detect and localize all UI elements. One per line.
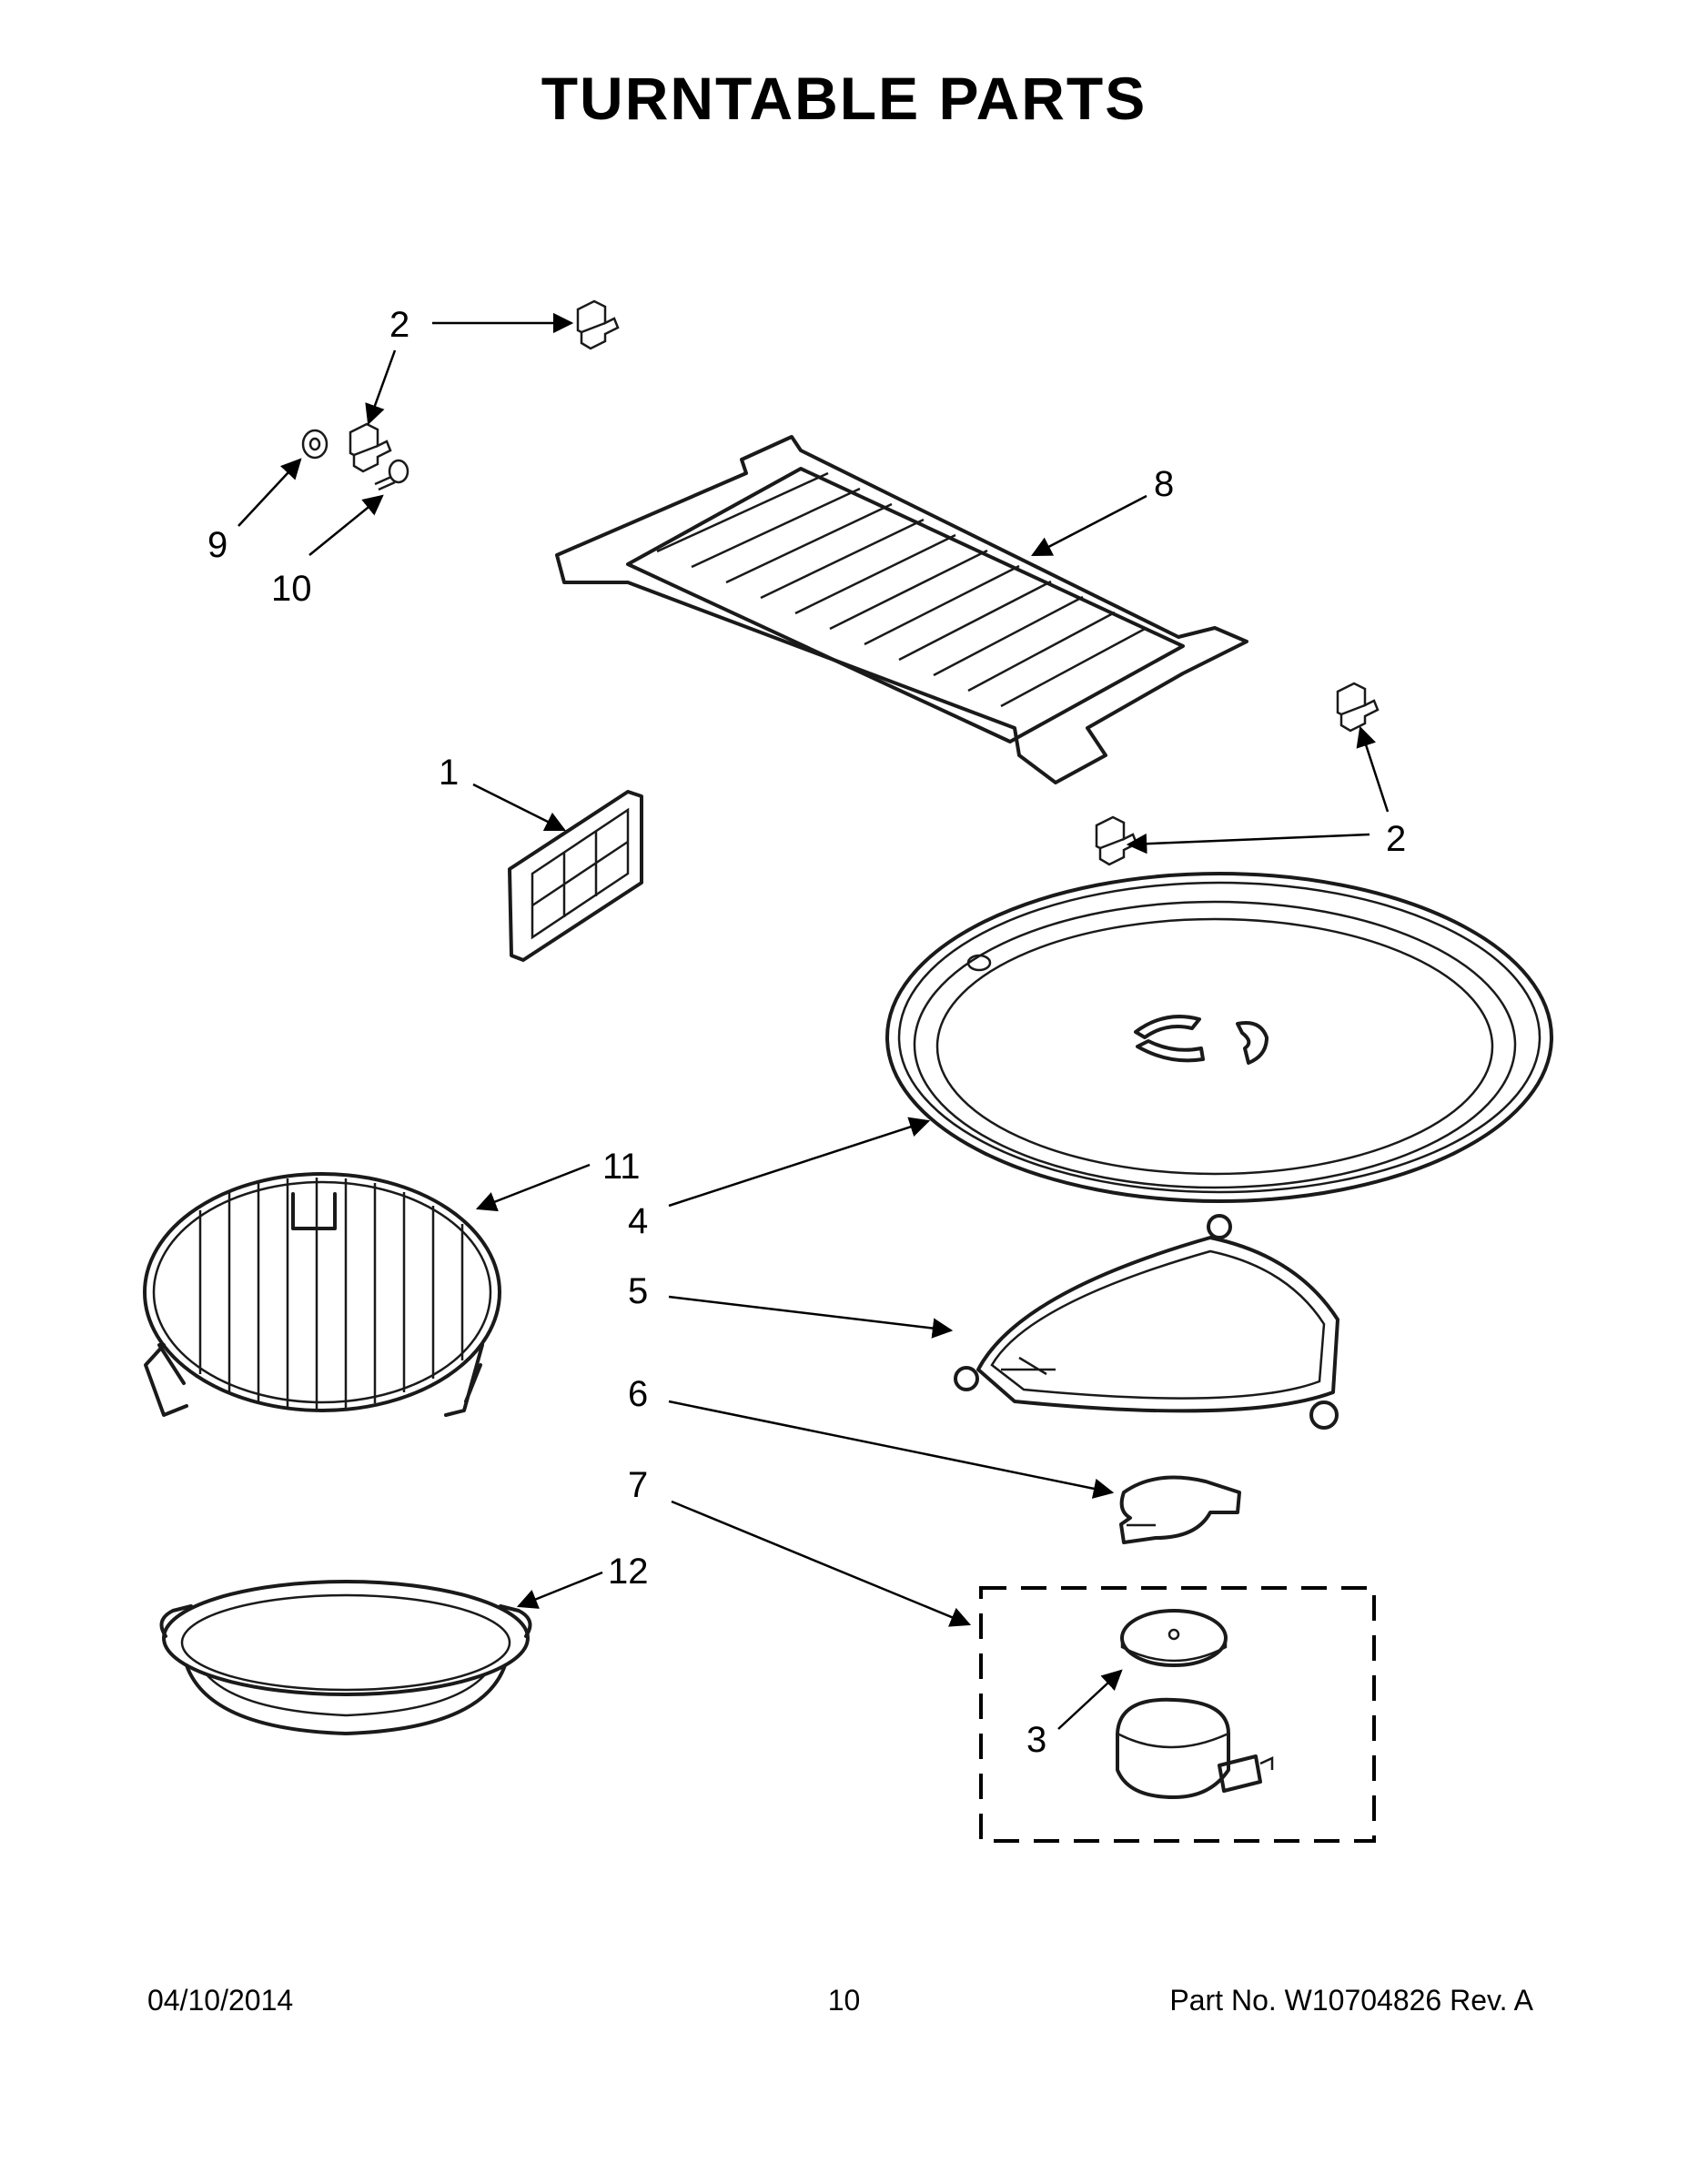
clip-part-right-lower xyxy=(1095,815,1138,866)
callout-3: 3 xyxy=(1026,1720,1046,1760)
callout-8: 8 xyxy=(1154,464,1174,504)
callout-2-top: 2 xyxy=(389,305,409,345)
round-rack-part xyxy=(143,1172,501,1417)
waveguide-cover-part xyxy=(508,790,643,962)
callout-7: 7 xyxy=(628,1465,648,1505)
clip-part-top xyxy=(576,299,620,350)
glass-tray-part xyxy=(885,872,1553,1203)
callout-2-right: 2 xyxy=(1386,819,1406,859)
leader-lines xyxy=(238,312,1390,1730)
roller-support-part xyxy=(954,1214,1339,1430)
callout-10: 10 xyxy=(271,569,312,609)
clip-part-left xyxy=(349,422,392,473)
callout-12: 12 xyxy=(608,1552,649,1592)
footer-page-number: 10 xyxy=(827,1984,861,2017)
motor-kit-box xyxy=(979,1586,1376,1843)
callout-4: 4 xyxy=(628,1201,648,1241)
clip-part-right-upper xyxy=(1336,682,1380,733)
coupler-part xyxy=(1119,1475,1241,1544)
footer-date: 04/10/2014 xyxy=(147,1984,294,2017)
callout-11: 11 xyxy=(602,1147,641,1187)
bowl-part xyxy=(159,1580,532,1735)
callout-5: 5 xyxy=(628,1271,648,1311)
screw-part xyxy=(374,459,409,491)
callout-1: 1 xyxy=(439,753,459,793)
footer-part-number: Part No. W10704826 Rev. A xyxy=(1169,1984,1533,2017)
callout-9: 9 xyxy=(207,525,227,565)
page-title: TURNTABLE PARTS xyxy=(541,65,1147,132)
motor-part xyxy=(1116,1609,1274,1799)
oven-rack-part xyxy=(555,435,1248,784)
washer-part xyxy=(301,429,329,460)
callout-6: 6 xyxy=(628,1374,648,1414)
